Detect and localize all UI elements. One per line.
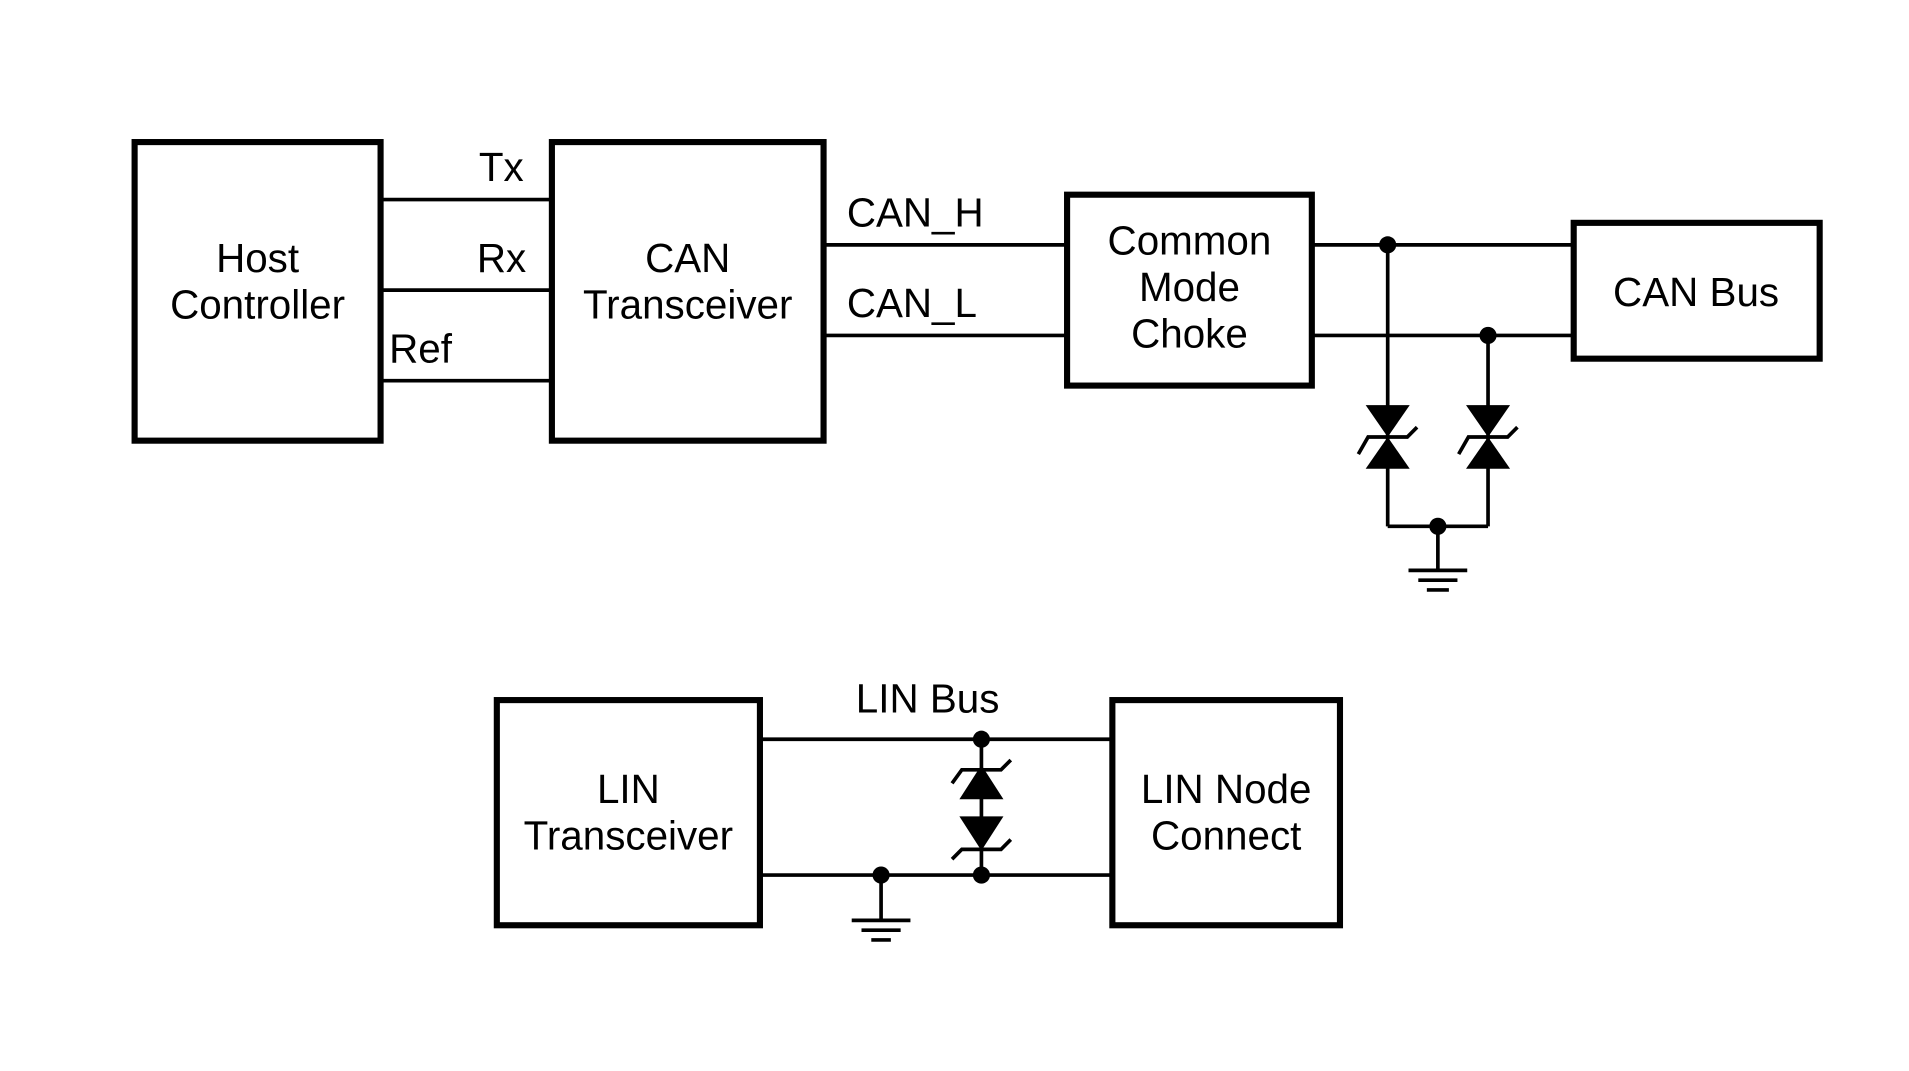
host-controller-block	[131, 139, 384, 444]
can-transceiver-label-1: CAN	[645, 235, 730, 281]
can-transceiver-block	[548, 139, 827, 444]
tx-label: Tx	[479, 144, 524, 190]
common-mode-choke-block	[1064, 191, 1315, 389]
lin-node-label-1: LIN Node	[1141, 766, 1312, 812]
rx-label: Rx	[477, 235, 526, 281]
ref-label: Ref	[389, 325, 453, 371]
can-bus-block	[1570, 219, 1823, 362]
ground-icon	[851, 866, 911, 942]
can-bus-label: CAN Bus	[1613, 269, 1779, 315]
can-transceiver-label-2: Transceiver	[583, 281, 792, 327]
lin-transceiver-label-1: LIN	[597, 766, 660, 812]
lin-section: LIN Transceiver LIN Node Connect LIN Bus	[493, 675, 1344, 942]
ground-icon	[1408, 517, 1468, 592]
host-controller-label-1: Host	[216, 235, 299, 281]
lin-bus-label: LIN Bus	[856, 675, 1000, 721]
can-h-label: CAN_H	[847, 190, 984, 236]
can-section: Host Controller CAN Transceiver Tx Rx Re…	[131, 139, 1823, 592]
tvs-diode-can-h	[1356, 236, 1419, 527]
choke-label-3: Choke	[1131, 311, 1248, 357]
lin-transceiver-block	[493, 697, 763, 929]
lin-transceiver-label-2: Transceiver	[524, 812, 733, 858]
lin-node-label-2: Connect	[1151, 812, 1301, 858]
host-controller-label-2: Controller	[170, 281, 345, 327]
lin-node-connect-block	[1109, 697, 1344, 929]
tvs-diode-can-l	[1457, 326, 1519, 527]
choke-label-2: Mode	[1139, 264, 1240, 310]
choke-label-1: Common	[1108, 218, 1272, 264]
can-l-label: CAN_L	[847, 280, 977, 326]
tvs-diode-lin	[950, 730, 1013, 884]
